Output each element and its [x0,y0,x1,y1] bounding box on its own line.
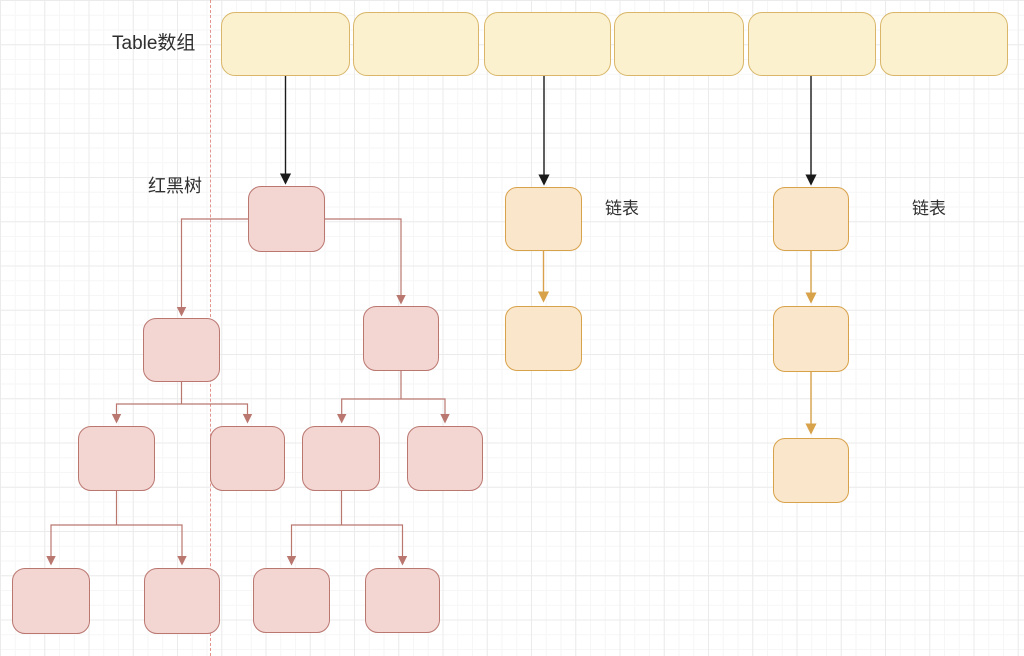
tree-node-root[interactable] [248,186,325,252]
tree-node-ll[interactable] [78,426,155,491]
edge-l-left [111,403,182,424]
edge-a-right [116,524,187,566]
edge-c-right [341,524,408,566]
edge-root-right [325,218,406,305]
list1-node-2[interactable] [505,306,582,371]
table-slot-4[interactable] [614,12,744,76]
list2-node-3[interactable] [773,438,849,503]
edge-root-left [176,218,248,317]
tree-node-lll[interactable] [12,568,90,634]
tree-node-rll[interactable] [253,568,330,633]
edge-a-left [46,524,117,566]
edge-c-left [286,524,342,566]
edge-r-right [401,398,450,424]
edge-r-left [336,398,401,424]
table-array-label: Table数组 [112,33,196,54]
red-black-tree-label: 红黑树 [148,176,202,196]
list2-node-1[interactable] [773,187,849,251]
table-slot-1[interactable] [221,12,350,76]
linked-list-2-label: 链表 [912,199,946,218]
tree-node-r[interactable] [363,306,439,371]
tree-node-l[interactable] [143,318,220,382]
tree-node-rr[interactable] [407,426,483,491]
table-slot-3[interactable] [484,12,611,76]
table-slot-2[interactable] [353,12,479,76]
edge-l-right [181,403,253,424]
tree-node-rl[interactable] [302,426,380,491]
tree-node-rlr[interactable] [365,568,440,633]
tree-node-lr[interactable] [210,426,285,491]
table-slot-5[interactable] [748,12,876,76]
list1-node-1[interactable] [505,187,582,251]
linked-list-1-label: 链表 [605,199,639,218]
table-slot-6[interactable] [880,12,1008,76]
list2-node-2[interactable] [773,306,849,372]
tree-node-llr[interactable] [144,568,220,634]
